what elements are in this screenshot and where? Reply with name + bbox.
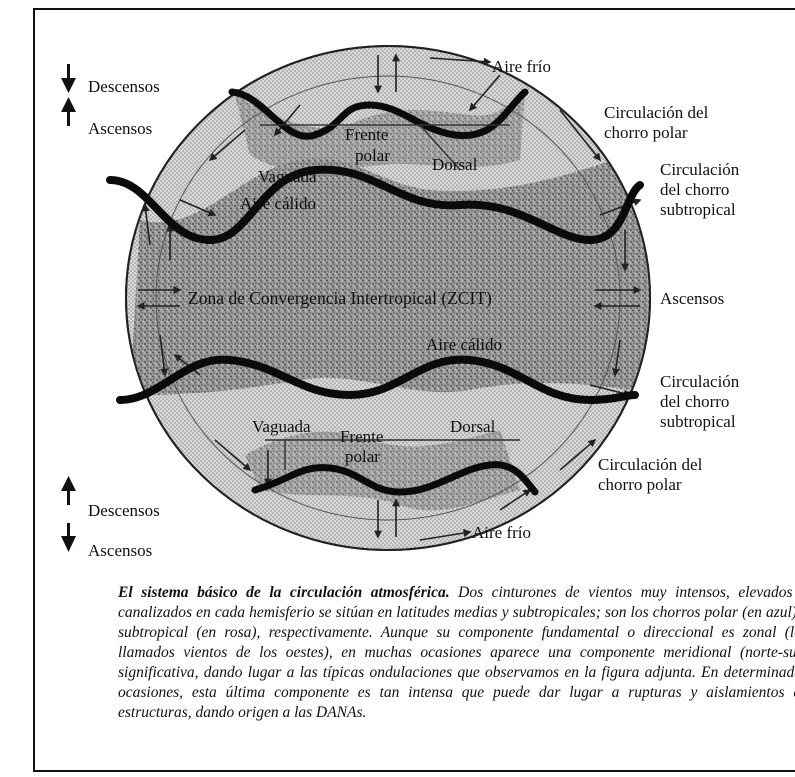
up-arrow-icon — [61, 476, 76, 505]
frente-top-2: polar — [355, 146, 390, 165]
vaguada-bottom: Vaguada — [252, 417, 311, 436]
label-circ-polar-top: Circulación del chorro polar — [604, 103, 708, 143]
down-arrow-icon — [61, 64, 76, 93]
vaguada-top: Vaguada — [258, 167, 317, 186]
legend-ascensos-bottom: Ascensos — [88, 541, 152, 561]
zcit-label: Zona de Convergencia Intertropical (ZCIT… — [188, 288, 492, 308]
legend-descensos-top: Descensos — [88, 77, 160, 97]
legend-ascensos-top: Ascensos — [88, 119, 152, 139]
caption-body: Dos cinturones de vientos muy intensos, … — [118, 584, 795, 721]
dorsal-top: Dorsal — [432, 155, 478, 174]
frente-top-1: Frente — [345, 125, 388, 144]
down-arrow-icon — [61, 523, 76, 552]
legend-arrows — [61, 64, 76, 552]
frente-bottom-2: polar — [345, 447, 380, 466]
aire-calido-mid: Aire cálido — [426, 335, 502, 354]
label-aire-frio-top: Aire frío — [492, 57, 551, 77]
legend-descensos-bottom: Descensos — [88, 501, 160, 521]
label-circ-subtrop-bottom: Circulación del chorro subtropical — [660, 372, 739, 432]
aire-calido-top: Aire cálido — [240, 194, 316, 213]
label-aire-frio-bottom: Aire frío — [472, 523, 531, 543]
label-ascensos-right: Ascensos — [660, 289, 724, 309]
label-circ-subtrop-top: Circulación del chorro subtropical — [660, 160, 739, 220]
caption-title: El sistema básico de la circulación atmo… — [118, 584, 450, 601]
figure-caption: El sistema básico de la circulación atmo… — [118, 583, 795, 723]
frente-bottom-1: Frente — [340, 427, 383, 446]
dorsal-bottom: Dorsal — [450, 417, 496, 436]
label-circ-polar-bottom: Circulación del chorro polar — [598, 455, 702, 495]
up-arrow-icon — [61, 97, 76, 126]
